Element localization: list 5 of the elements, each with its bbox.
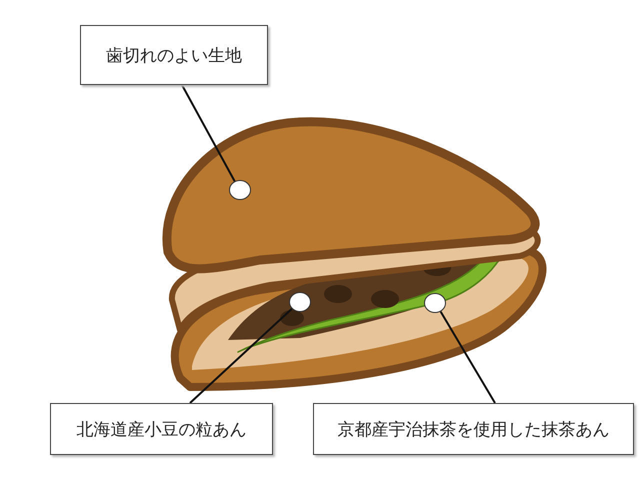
callout-box: 京都産宇治抹茶を使用した抹茶あん (313, 403, 634, 455)
callout-box: 歯切れのよい生地 (80, 25, 268, 85)
callout-box: 北海道産小豆の粒あん (50, 403, 273, 455)
leader-line (181, 84, 236, 182)
leader-line (440, 311, 496, 404)
